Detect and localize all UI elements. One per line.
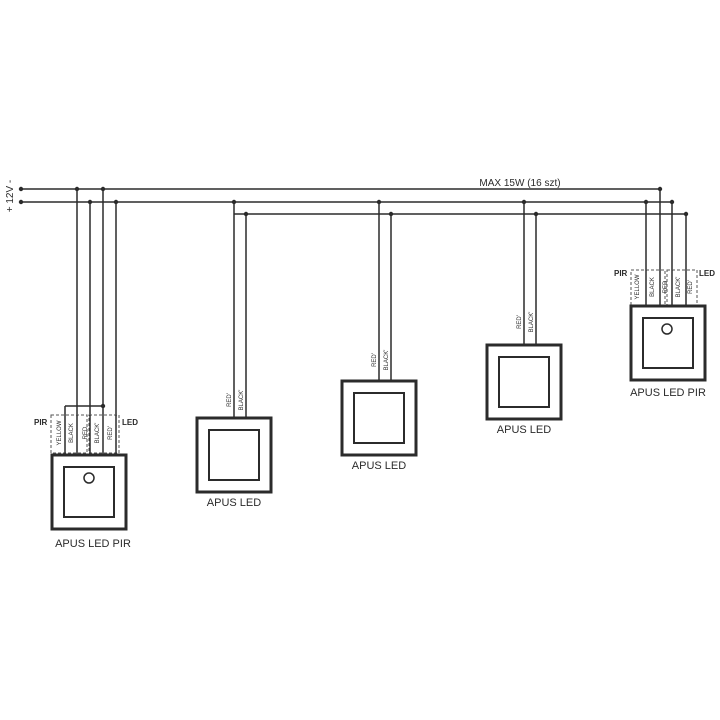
f1-junction [74, 186, 80, 192]
f3-wire-label: BLACK' [384, 350, 390, 371]
f4-junction [521, 199, 527, 205]
f1-frame-outer [50, 453, 128, 531]
f4-wire-label: BLACK' [529, 312, 535, 333]
fixture-1: YELLOW BLACK RED BLACK' RED' PIR LED APU… [34, 186, 138, 550]
supply-bus: + 12V - MAX 15W (16 szt) [5, 178, 687, 270]
f5-junction [657, 186, 663, 192]
f5-wire-label: BLACK [650, 277, 656, 297]
f5-wire-label: YELLOW [635, 274, 641, 299]
f5-junction [683, 211, 689, 217]
bus-terminal-positive [18, 199, 24, 205]
supply-voltage-label: + 12V - [5, 180, 16, 213]
max-load-label: MAX 15W (16 szt) [479, 178, 560, 189]
f1-wire-label: RED' [108, 426, 114, 440]
f1-frame-inner [63, 466, 115, 518]
f1-junction [113, 199, 119, 205]
f5-pir-sensor [661, 323, 673, 335]
f5-junction [669, 199, 675, 205]
f2-junction [231, 199, 237, 205]
f5-pir-tag: PIR [614, 269, 628, 278]
fixture-4: RED' BLACK' APUS LED [485, 199, 563, 436]
f2-wire-label: BLACK' [239, 390, 245, 411]
f2-frame-outer [195, 416, 273, 494]
f1-label: APUS LED PIR [55, 538, 131, 550]
f1-led-connector [88, 414, 120, 454]
f4-junction [533, 211, 539, 217]
f4-label: APUS LED [497, 424, 551, 436]
f3-junction [388, 211, 394, 217]
f2-label: APUS LED [207, 497, 261, 509]
f2-junction [243, 211, 249, 217]
f3-frame-outer [340, 379, 418, 457]
f5-wire-label: RED' [688, 280, 694, 294]
f5-label: APUS LED PIR [630, 387, 706, 399]
f3-label: APUS LED [352, 460, 406, 472]
f1-wire-label: BLACK' [95, 423, 101, 444]
fixture-3: RED' BLACK' APUS LED [340, 199, 418, 472]
f5-wire-label: RED [663, 280, 669, 293]
f3-wire-label: RED' [372, 353, 378, 367]
f1-led-tag: LED [122, 418, 138, 427]
f1-junction [100, 403, 106, 409]
f2-wire-label: RED' [227, 393, 233, 407]
fixture-5: YELLOW BLACK RED BLACK' RED' PIR LED APU… [614, 186, 715, 399]
f1-junction [100, 186, 106, 192]
f3-frame-inner [353, 392, 405, 444]
f1-pir-sensor [83, 472, 95, 484]
f1-pir-tag: PIR [34, 418, 48, 427]
f1-wire-label: RED [83, 426, 89, 439]
f5-junction [643, 199, 649, 205]
f2-frame-inner [208, 429, 260, 481]
fixture-2: RED' BLACK' APUS LED [195, 199, 273, 509]
f4-frame-inner [498, 356, 550, 408]
bus-terminal-negative [18, 186, 24, 192]
f1-wire-label: YELLOW [57, 420, 63, 445]
f1-pir-connector [50, 414, 88, 454]
bus-positive-branch [234, 213, 687, 270]
f4-wire-label: RED' [517, 315, 523, 329]
f5-frame-inner [642, 317, 694, 369]
f5-frame-outer [629, 304, 707, 382]
f1-junction [87, 199, 93, 205]
f4-frame-outer [485, 343, 563, 421]
f5-led-tag: LED [699, 269, 715, 278]
f1-wire-label: BLACK [69, 423, 75, 443]
f3-junction [376, 199, 382, 205]
f5-wire-label: BLACK' [676, 277, 682, 298]
